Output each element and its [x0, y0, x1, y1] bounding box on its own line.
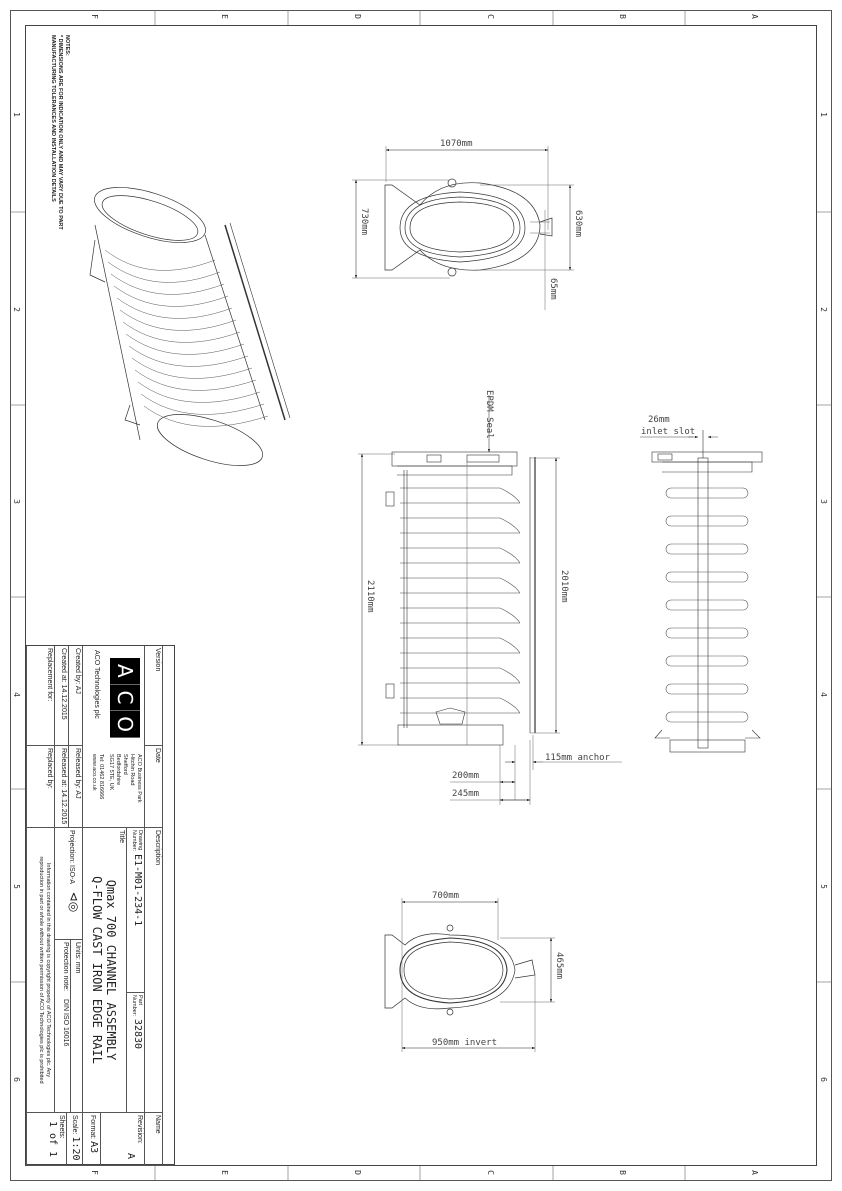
version-cell: Version: [144, 646, 162, 746]
dim-side-body: 2010mm: [559, 570, 569, 603]
protection-cell: Protection note: DIN ISO 16016: [54, 940, 70, 1113]
protection-label: Protection note:: [62, 942, 69, 992]
copyright-cell: Information contained in this drawing is…: [26, 828, 54, 1113]
address-line-4: Bedfordshire: [115, 754, 121, 786]
released-at-value: 14.12.2015: [60, 789, 67, 825]
title-line-1: Qmax 700 CHANNEL ASSEMBLY: [104, 879, 118, 1061]
created-at-cell: Created at: 14.12.2015: [54, 646, 68, 746]
part-number: 32830: [132, 1018, 143, 1050]
units-label: Units: mm: [74, 942, 81, 974]
address-line-5: SG17 5TE, UK: [108, 754, 114, 791]
dim-bottom-height: 465mm: [554, 952, 564, 979]
address-line-3: Shefford: [122, 754, 128, 775]
drawing-number-label: Drawing Number:: [131, 830, 143, 852]
company-tel: Tel: 01462 816666: [98, 754, 104, 800]
top-plan-view: [384, 178, 553, 277]
logo-letter-o: O: [110, 711, 140, 739]
bottom-plan-view: [384, 924, 536, 1016]
dim-bottom-invert: 950mm invert: [432, 1038, 497, 1048]
projection-symbol-icon: ⊲◎: [67, 891, 81, 913]
name-label: Name: [154, 1115, 161, 1134]
replaced-by-label: Replaced by:: [46, 748, 53, 789]
title-block: Version Date Description Name A C O ACO …: [25, 645, 175, 1166]
released-by-label: Released by:: [74, 748, 81, 789]
company-address: ACO Business Park Hitchin Road Shefford …: [90, 754, 142, 803]
version-label: Version: [154, 648, 161, 672]
scale-value: 1:20: [70, 1136, 81, 1161]
created-by-value: AJ: [74, 685, 81, 694]
created-at-label: Created at:: [60, 648, 67, 683]
dim-200: 200mm: [452, 771, 479, 781]
drawing-inner-border: [25, 25, 817, 1166]
created-at-value: 14.12.2015: [60, 684, 67, 720]
revision-value: A: [125, 1152, 136, 1159]
drawing-number: E1-M01-234-1: [132, 853, 143, 927]
protection-value: DIN ISO 16016: [62, 998, 69, 1047]
dim-slot-width: 26mm: [648, 415, 670, 425]
replacement-for-label: Replacement for:: [46, 648, 53, 702]
date-label: Date: [154, 748, 161, 763]
projection-label: Projection: ISO-A: [68, 830, 75, 884]
title-label: Title: [118, 830, 125, 843]
address-line-1: ACO Business Park: [136, 754, 142, 803]
released-by-cell: Released by: AJ: [68, 746, 82, 828]
company-cell: A C O ACO Technologies plc ACO Business …: [82, 646, 144, 828]
dim-slot-label: inlet slot: [641, 427, 695, 437]
dim-anchor: 115mm anchor: [545, 753, 611, 763]
end-elevation-view: [651, 430, 763, 753]
sheets-label: Sheets:: [58, 1115, 65, 1139]
dim-top-height: 730mm: [359, 208, 369, 235]
format-value: A3: [88, 1141, 99, 1154]
revision-cell: Revision: A: [100, 1113, 144, 1166]
aco-logo: A C O: [110, 658, 140, 739]
dim-bottom-width: 700mm: [432, 891, 459, 901]
format-label: Format:: [89, 1115, 96, 1140]
format-cell: Format: A3: [82, 1113, 100, 1166]
dim-top-width: 1070mm: [440, 139, 473, 149]
sheets-cell: Sheets: 1 of 1: [26, 1113, 66, 1166]
released-by-value: AJ: [74, 790, 81, 799]
company-name: ACO Technologies plc: [93, 650, 100, 719]
logo-letter-a: A: [110, 658, 140, 685]
replacement-for-cell: Replacement for:: [26, 646, 54, 746]
projection-cell: Projection: ISO-A ⊲◎: [54, 828, 82, 940]
label-epdm-seal: EPDM Seal: [484, 390, 494, 439]
description-label: Description: [154, 830, 161, 866]
replaced-by-cell: Replaced by:: [26, 746, 54, 828]
drawing-outer-border: [10, 10, 832, 1181]
created-by-label: Created by:: [74, 648, 81, 685]
title-block-top-strip: [162, 646, 174, 1166]
dim-245: 245mm: [452, 789, 479, 799]
released-at-cell: Released at: 14.12.2015: [54, 746, 68, 828]
sheets-value: 1 of 1: [47, 1120, 58, 1158]
address-line-2: Hitchin Road: [129, 754, 135, 786]
description-cell: Description: [144, 828, 162, 1113]
title-cell: Title Qmax 700 CHANNEL ASSEMBLY Q-FLOW C…: [82, 828, 126, 1113]
logo-letter-c: C: [110, 684, 140, 712]
created-by-cell: Created by: AJ: [68, 646, 82, 746]
dim-top-offset: 65mm: [548, 278, 558, 300]
copyright-notice: Information contained in this drawing is…: [38, 856, 51, 1084]
date-cell: Date: [144, 746, 162, 828]
dim-side-overall: 2110mm: [365, 580, 375, 613]
scale-cell: Scale: 1:20: [66, 1113, 82, 1166]
released-at-label: Released at:: [60, 748, 67, 788]
name-cell: Name: [144, 1113, 162, 1166]
dim-top-inner: 630mm: [573, 210, 583, 237]
isometric-view: [89, 187, 291, 466]
units-cell: Units: mm: [70, 940, 82, 1113]
part-number-cell: Part Number: 32830: [126, 993, 144, 1113]
scale-label: Scale:: [71, 1115, 78, 1135]
drawing-number-cell: Drawing Number: E1-M01-234-1: [126, 828, 144, 993]
title-line-2: Q-FLOW CAST IRON EDGE RAIL: [90, 876, 104, 1064]
company-web: www.aco.co.uk: [91, 754, 97, 791]
side-elevation-view: [385, 451, 536, 746]
revision-label: Revision:: [136, 1115, 143, 1144]
part-number-label: Part Number:: [131, 995, 143, 1017]
